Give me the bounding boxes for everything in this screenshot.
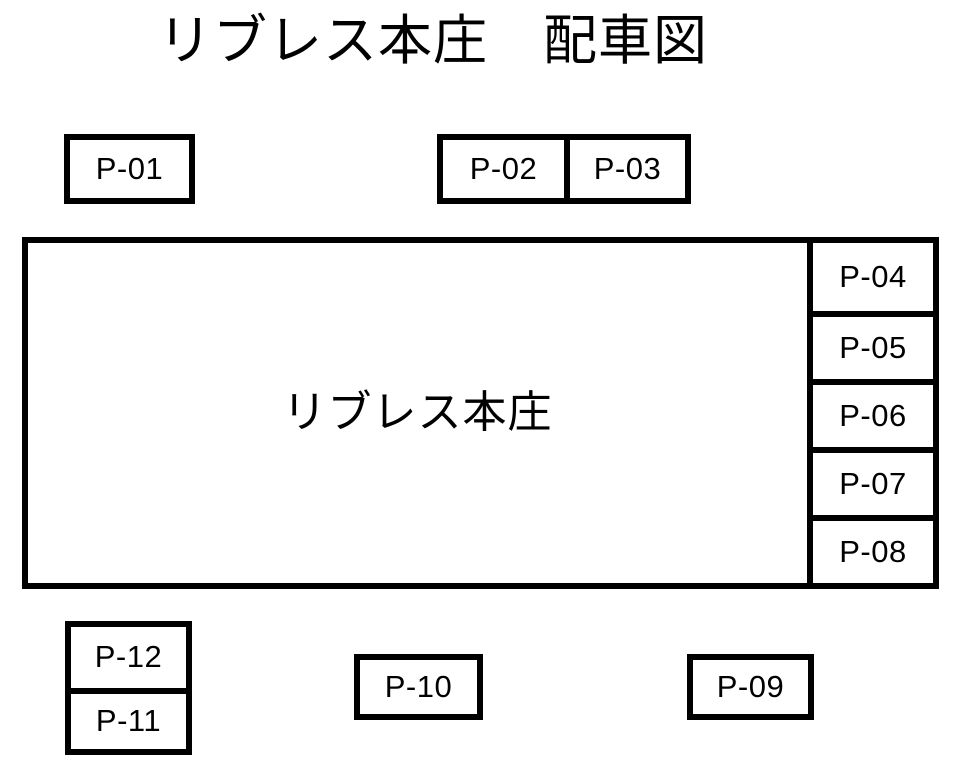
stall-p05[interactable]: P-05 [813, 311, 933, 379]
stall-p04-label: P-04 [839, 258, 907, 294]
stall-p07-label: P-07 [839, 465, 907, 501]
stall-p12-label: P-12 [94, 639, 163, 674]
stall-p05-label: P-05 [839, 329, 907, 365]
stall-p12[interactable]: P-12 [71, 627, 186, 688]
stall-p10-label: P-10 [384, 668, 453, 704]
stall-p07[interactable]: P-07 [813, 447, 933, 515]
stall-p06[interactable]: P-06 [813, 379, 933, 447]
stall-p03-label: P-03 [593, 150, 662, 186]
stall-p06-label: P-06 [839, 397, 907, 433]
building-name-label: リブレス本庄 [282, 388, 553, 437]
stall-column-right: P-04 P-05 P-06 P-07 P-08 [807, 243, 933, 583]
stall-p02[interactable]: P-02 [443, 140, 564, 198]
stall-p01-label: P-01 [95, 150, 164, 186]
stall-p09-label: P-09 [716, 668, 785, 704]
building-area: リブレス本庄 [28, 243, 807, 583]
stall-p02-label: P-02 [469, 150, 538, 186]
stall-p09[interactable]: P-09 [687, 654, 814, 720]
page-title: リブレス本庄 配車図 [158, 11, 708, 71]
stall-pair-p12-p11: P-12 P-11 [65, 621, 192, 755]
stall-p11-label: P-11 [95, 703, 162, 738]
stall-p03[interactable]: P-03 [564, 140, 685, 198]
stall-p01[interactable]: P-01 [64, 134, 195, 204]
stall-p08[interactable]: P-08 [813, 515, 933, 583]
building-block: リブレス本庄 P-04 P-05 P-06 P-07 P-08 [22, 237, 939, 589]
stall-pair-p02-p03: P-02 P-03 [437, 134, 691, 204]
stall-p04[interactable]: P-04 [813, 243, 933, 311]
stall-p10[interactable]: P-10 [354, 654, 483, 720]
stall-p11[interactable]: P-11 [71, 688, 186, 749]
stall-p08-label: P-08 [839, 533, 907, 569]
